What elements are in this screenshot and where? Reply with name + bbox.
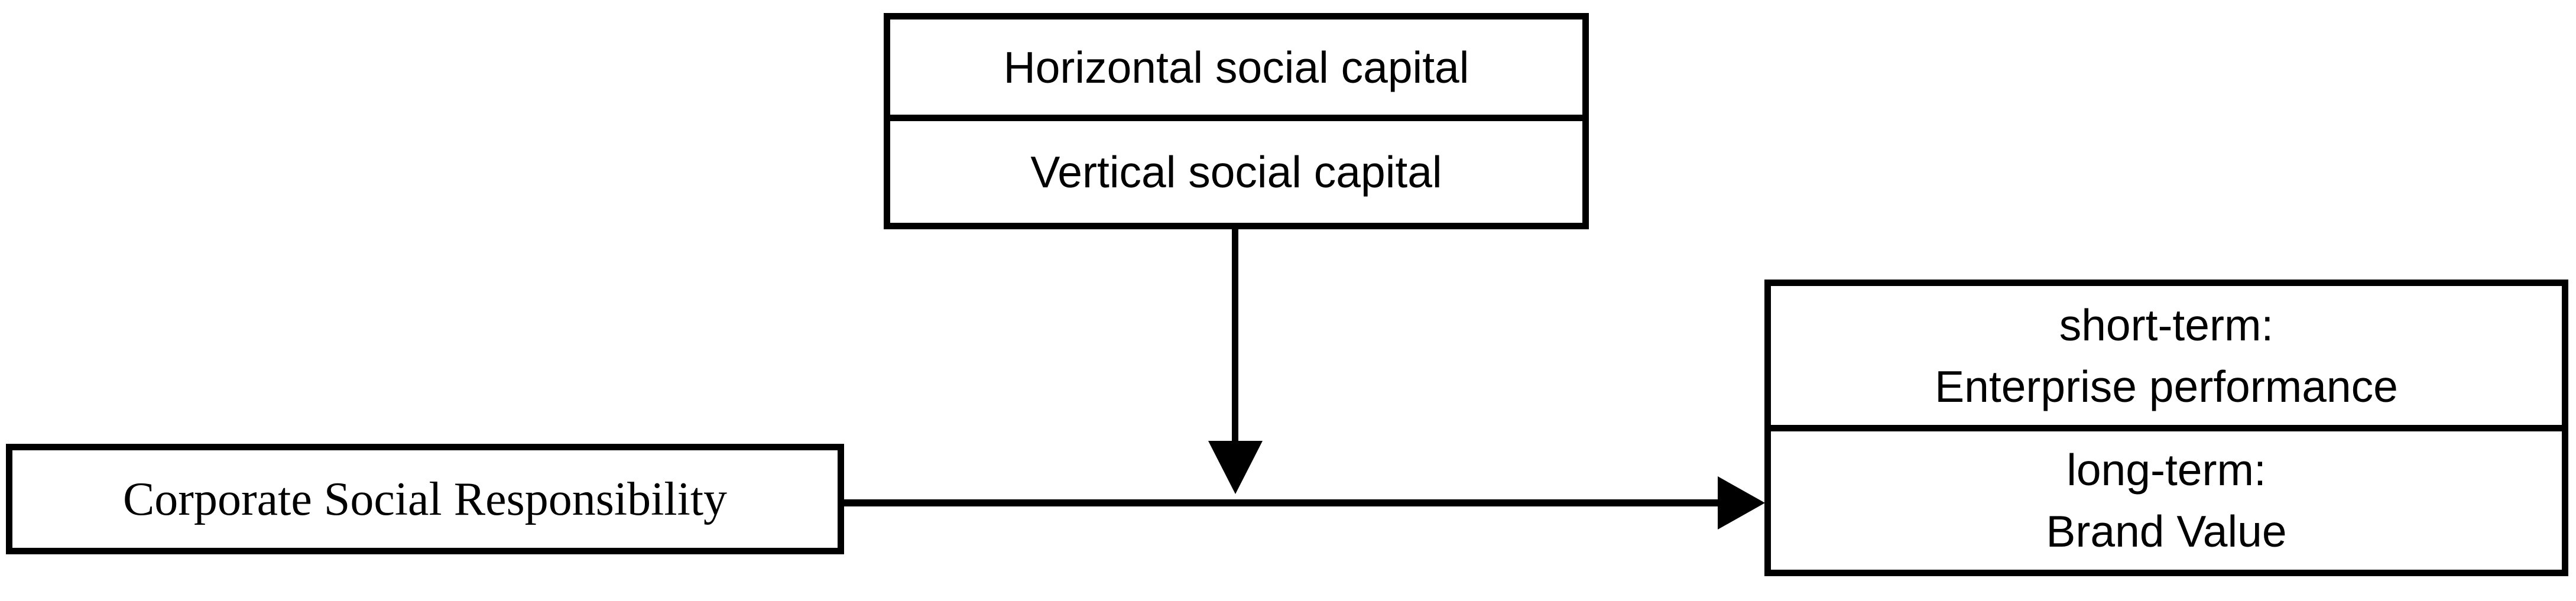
effect-arrow-stem [844,499,1719,506]
independent-variable-box: Corporate Social Responsibility [6,444,844,554]
moderator-cell-horizontal: Horizontal social capital [890,20,1582,121]
short-term-label: short-term: [2059,300,2274,350]
arrowhead-right-icon [1718,476,1765,529]
outcome-cell-long-term: long-term: Brand Value [1771,431,2562,570]
moderator-label-horizontal: Horizontal social capital [1003,42,1469,92]
moderator-cell-vertical: Vertical social capital [890,121,1582,223]
long-term-label: long-term: [2066,445,2266,495]
arrowhead-down-icon [1208,441,1263,494]
csr-label: Corporate Social Responsibility [122,473,728,525]
csr-cell: Corporate Social Responsibility [12,450,838,548]
enterprise-performance-label: Enterprise performance [1935,361,2398,411]
moderator-box: Horizontal social capital Vertical socia… [884,13,1589,229]
moderation-arrow-stem [1232,226,1238,442]
outcome-cell-short-term: short-term: Enterprise performance [1771,286,2562,431]
moderator-label-vertical: Vertical social capital [1030,147,1442,197]
brand-value-label: Brand Value [2046,506,2287,556]
outcome-box: short-term: Enterprise performance long-… [1764,280,2568,576]
